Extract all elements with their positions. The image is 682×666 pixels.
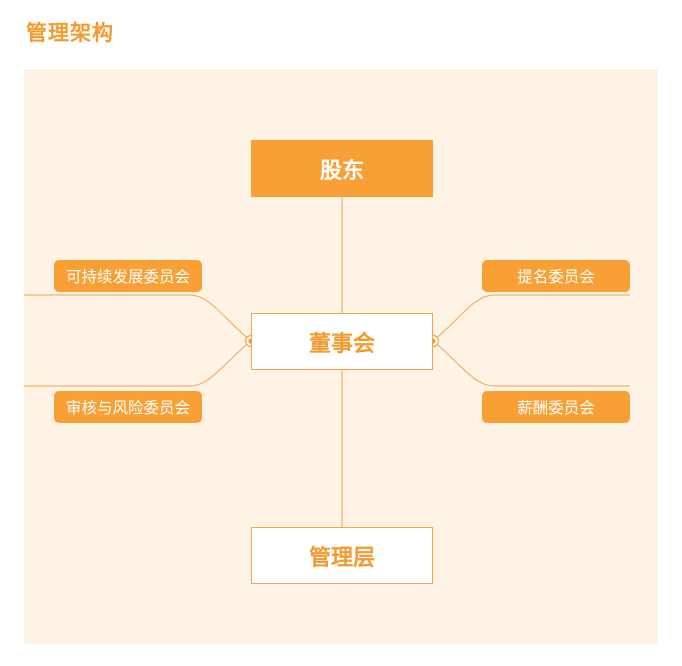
page-title: 管理架构 [26, 21, 114, 45]
line-board-remunerate [432, 340, 630, 387]
committee-sustainability: 可持续发展委员会 [54, 260, 202, 292]
line-board-sustain [24, 294, 252, 342]
node-management: 管理层 [251, 527, 433, 584]
committee-audit-risk: 审核与风险委员会 [54, 391, 202, 423]
line-board-audit [24, 340, 252, 387]
committee-nomination: 提名委员会 [482, 260, 630, 292]
committee-remuneration: 薪酬委员会 [482, 391, 630, 423]
line-board-nominate [432, 294, 630, 342]
node-board: 董事会 [251, 313, 433, 370]
node-shareholders: 股东 [251, 140, 433, 197]
